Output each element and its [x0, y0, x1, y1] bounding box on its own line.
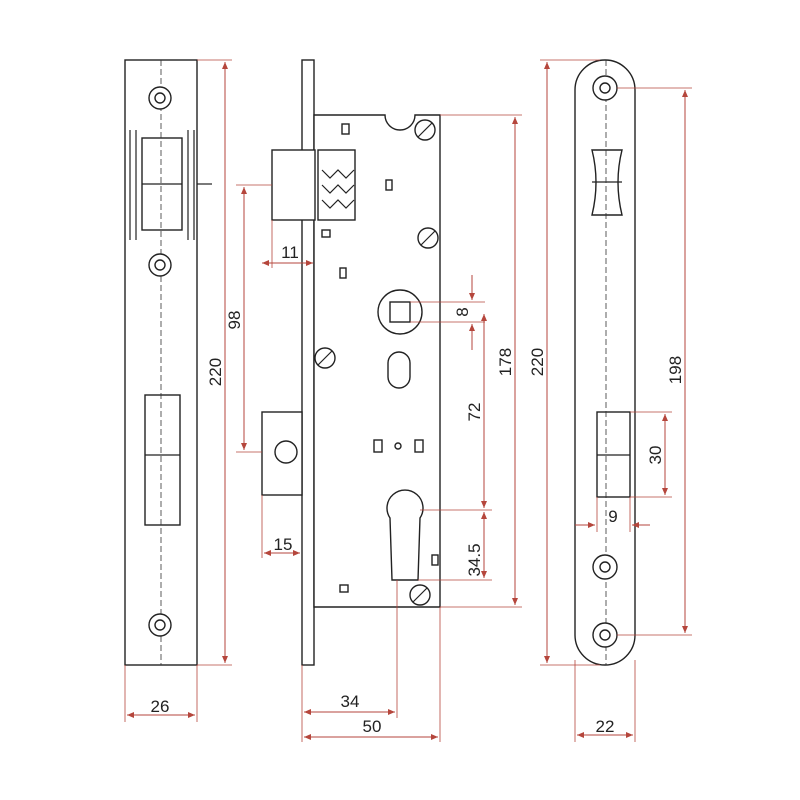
svg-text:30: 30 [646, 446, 665, 465]
svg-text:34: 34 [341, 692, 360, 711]
dim-50: 50 [304, 607, 441, 742]
svg-text:11: 11 [281, 243, 299, 262]
dim-34: 34 [301, 580, 398, 742]
dim-72: 72 [420, 314, 492, 511]
dim-15: 15 [261, 495, 300, 558]
screw-hole-icon [592, 554, 618, 580]
left-faceplate [124, 59, 212, 666]
svg-text:50: 50 [363, 717, 382, 736]
svg-text:9: 9 [608, 507, 617, 526]
screw-hole-icon [148, 86, 172, 110]
screw-hole-icon [148, 613, 172, 637]
svg-text:72: 72 [465, 403, 484, 422]
screw-hole-icon [592, 622, 618, 648]
lock-body [261, 59, 441, 666]
svg-text:34.5: 34.5 [465, 543, 484, 576]
svg-text:8: 8 [453, 307, 472, 316]
svg-text:26: 26 [151, 697, 170, 716]
svg-text:198: 198 [666, 356, 685, 384]
svg-text:178: 178 [496, 348, 515, 376]
dim-9: 9 [575, 497, 650, 532]
svg-text:220: 220 [206, 358, 225, 386]
dim-22: 22 [574, 660, 636, 742]
dim-left-height: 220 [197, 59, 232, 666]
cylinder-hole-icon [386, 489, 424, 581]
dim-34-5: 34.5 [418, 512, 492, 581]
dim-198: 198 [617, 87, 692, 636]
screw-icon [417, 227, 439, 249]
screw-hole-icon [592, 75, 618, 101]
dim-30: 30 [630, 411, 672, 498]
screw-icon [314, 347, 336, 369]
dim-left-width: 26 [124, 665, 198, 722]
screw-icon [409, 584, 431, 606]
screw-icon [414, 119, 436, 141]
follower-icon [377, 289, 423, 335]
dim-8: 8 [410, 275, 485, 350]
dim-178: 178 [440, 114, 522, 608]
svg-text:98: 98 [225, 311, 244, 330]
screw-hole-icon [148, 253, 172, 277]
dim-98: 98 [225, 184, 272, 453]
svg-text:22: 22 [596, 717, 615, 736]
svg-text:15: 15 [274, 535, 293, 554]
dim-11: 11 [262, 220, 313, 268]
dim-strike-height: 220 [528, 59, 600, 666]
strike-plate [574, 59, 636, 666]
svg-text:220: 220 [528, 348, 547, 376]
